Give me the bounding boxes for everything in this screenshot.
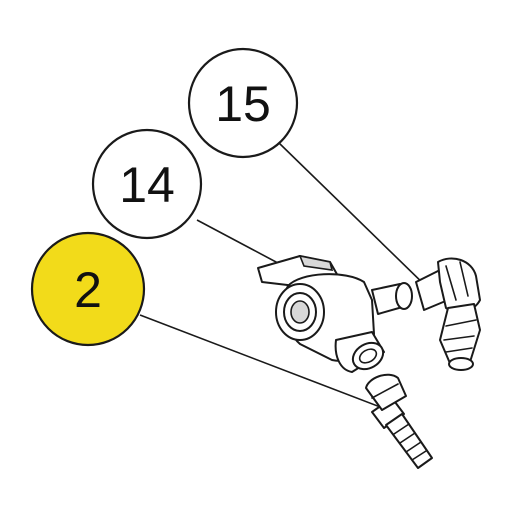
callout-circle-2 [30, 231, 146, 347]
callout-circle-14 [91, 128, 203, 240]
callout-14: 14 [91, 128, 203, 240]
callout-label-2: 2 [74, 262, 102, 318]
valve-body [257, 254, 413, 373]
callout-label-14: 14 [119, 157, 175, 213]
callout-label-15: 15 [215, 76, 271, 132]
leader-line-2 [139, 314, 389, 411]
callout-circle-15 [187, 47, 299, 159]
valve-assembly [257, 254, 481, 469]
hose-barb-fitting [365, 373, 433, 469]
callout-2: 2 [30, 231, 146, 347]
leader-line-15 [277, 141, 433, 293]
callout-15: 15 [187, 47, 299, 159]
elbow-fitting [415, 257, 481, 371]
